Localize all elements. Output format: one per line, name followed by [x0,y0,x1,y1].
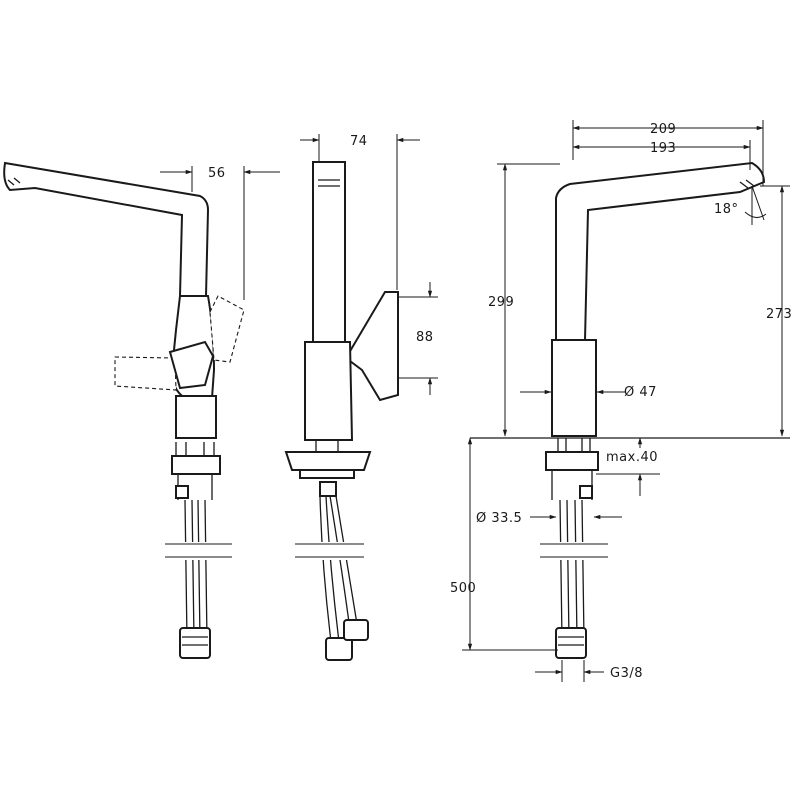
dim-18-label: 18° [714,202,739,217]
dim-56-label: 56 [208,166,226,181]
dim-74-label: 74 [350,134,368,149]
dim-47-label: Ø 47 [624,385,657,400]
dim-500-label: 500 [450,581,476,596]
dim-273-label: 273 [766,307,792,322]
right-dimensioned-view [462,120,790,682]
left-side-view [3,161,280,659]
dim-193-label: 193 [650,141,676,156]
middle-front-view [284,134,438,661]
dim-max40-label: max.40 [606,450,658,465]
dim-209-label: 209 [650,122,676,137]
dim-88-label: 88 [416,330,434,345]
dim-299-label: 299 [488,295,514,310]
dim-33-5-label: Ø 33.5 [476,511,522,526]
dim-g3-8-label: G3/8 [610,666,643,681]
